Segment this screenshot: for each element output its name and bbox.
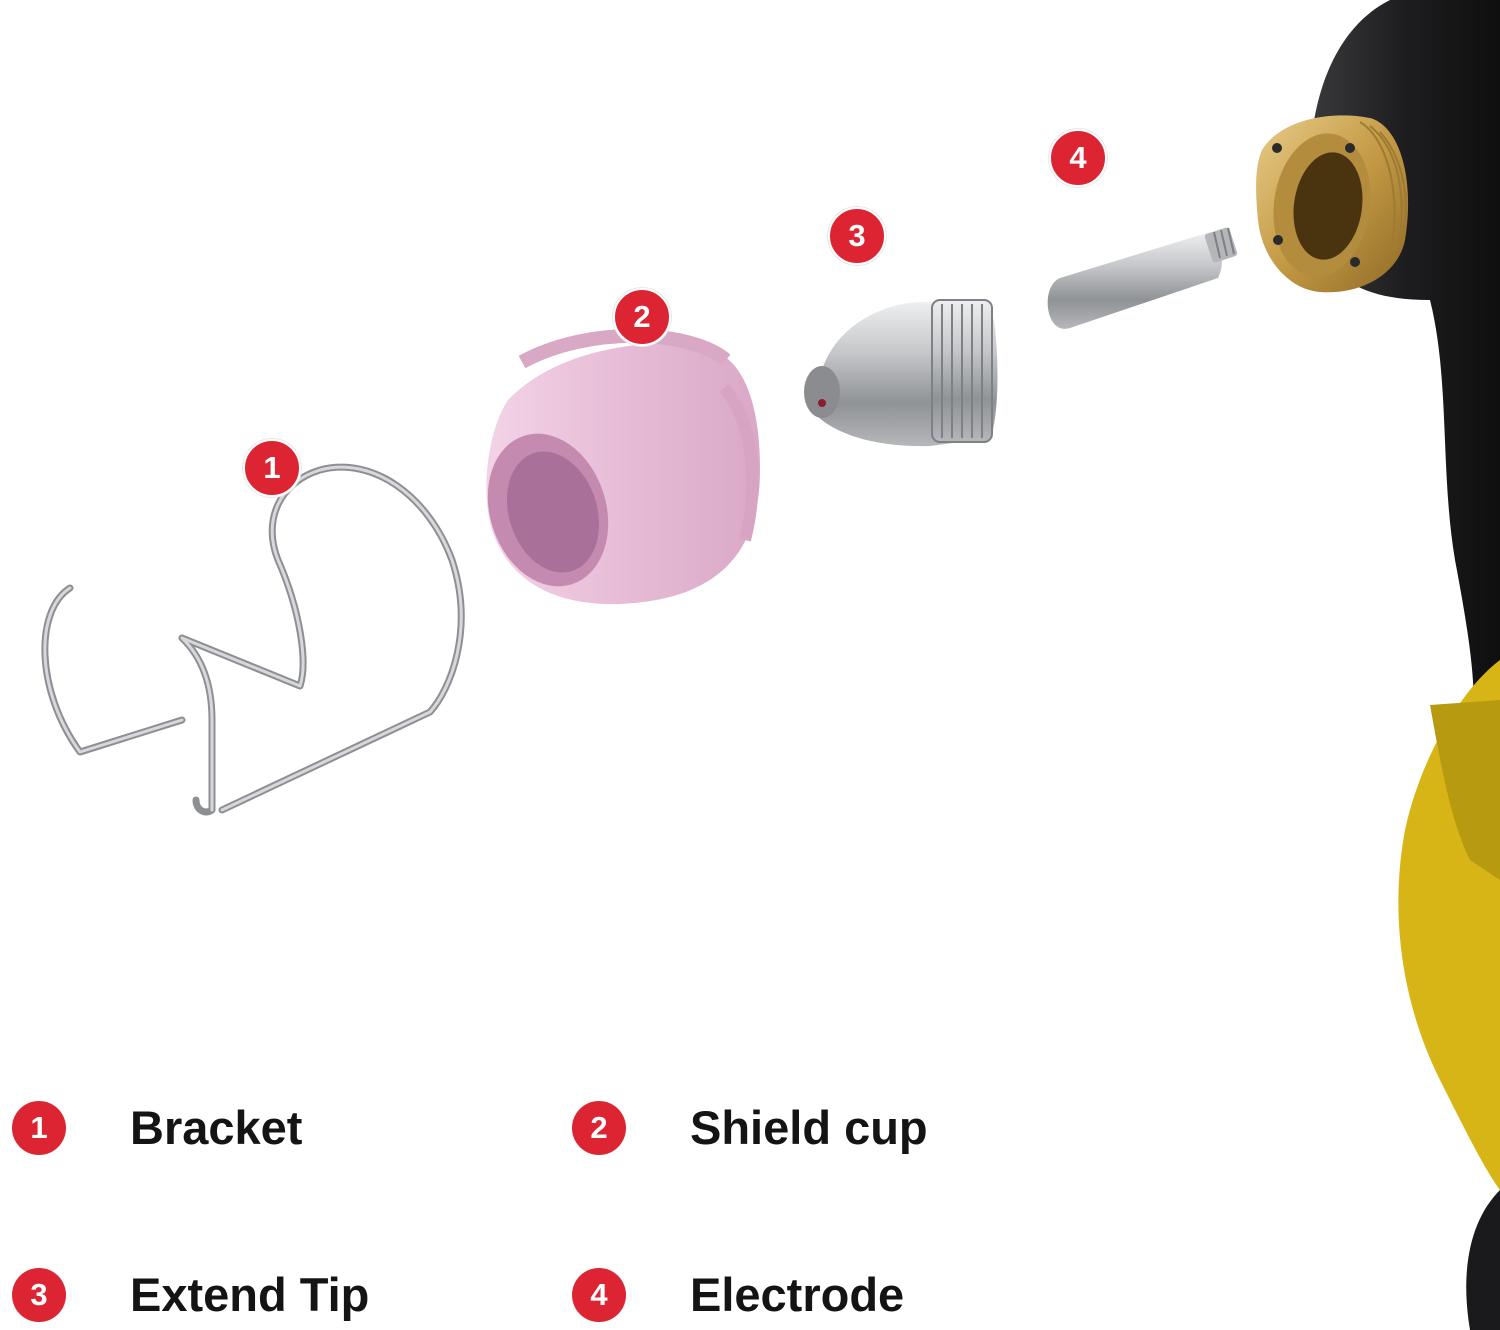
marker-3: 3 [828, 207, 886, 265]
legend-badge-2: 2 [572, 1101, 626, 1155]
marker-1: 1 [243, 439, 301, 497]
legend-label-extend-tip: Extend Tip [130, 1268, 370, 1321]
legend-badge-1: 1 [12, 1101, 66, 1155]
legend-item-extend-tip: 3 Extend Tip [12, 1265, 512, 1325]
legend-badge-4: 4 [572, 1268, 626, 1322]
legend-label-bracket: Bracket [130, 1101, 303, 1154]
extend-tip-illustration [804, 299, 998, 447]
shield-cup-illustration [486, 328, 760, 605]
torch-body-illustration [1256, 0, 1500, 1330]
marker-4: 4 [1049, 129, 1107, 187]
legend-label-shield-cup: Shield cup [690, 1101, 928, 1154]
bracket-illustration [41, 463, 465, 816]
legend-item-bracket: 1 Bracket [12, 1098, 512, 1158]
electrode-illustration [1047, 227, 1238, 329]
legend-item-shield-cup: 2 Shield cup [572, 1098, 1072, 1158]
legend-item-electrode: 4 Electrode [572, 1265, 1072, 1325]
legend-label-electrode: Electrode [690, 1268, 905, 1321]
legend-badge-3: 3 [12, 1268, 66, 1322]
marker-2: 2 [613, 288, 671, 346]
